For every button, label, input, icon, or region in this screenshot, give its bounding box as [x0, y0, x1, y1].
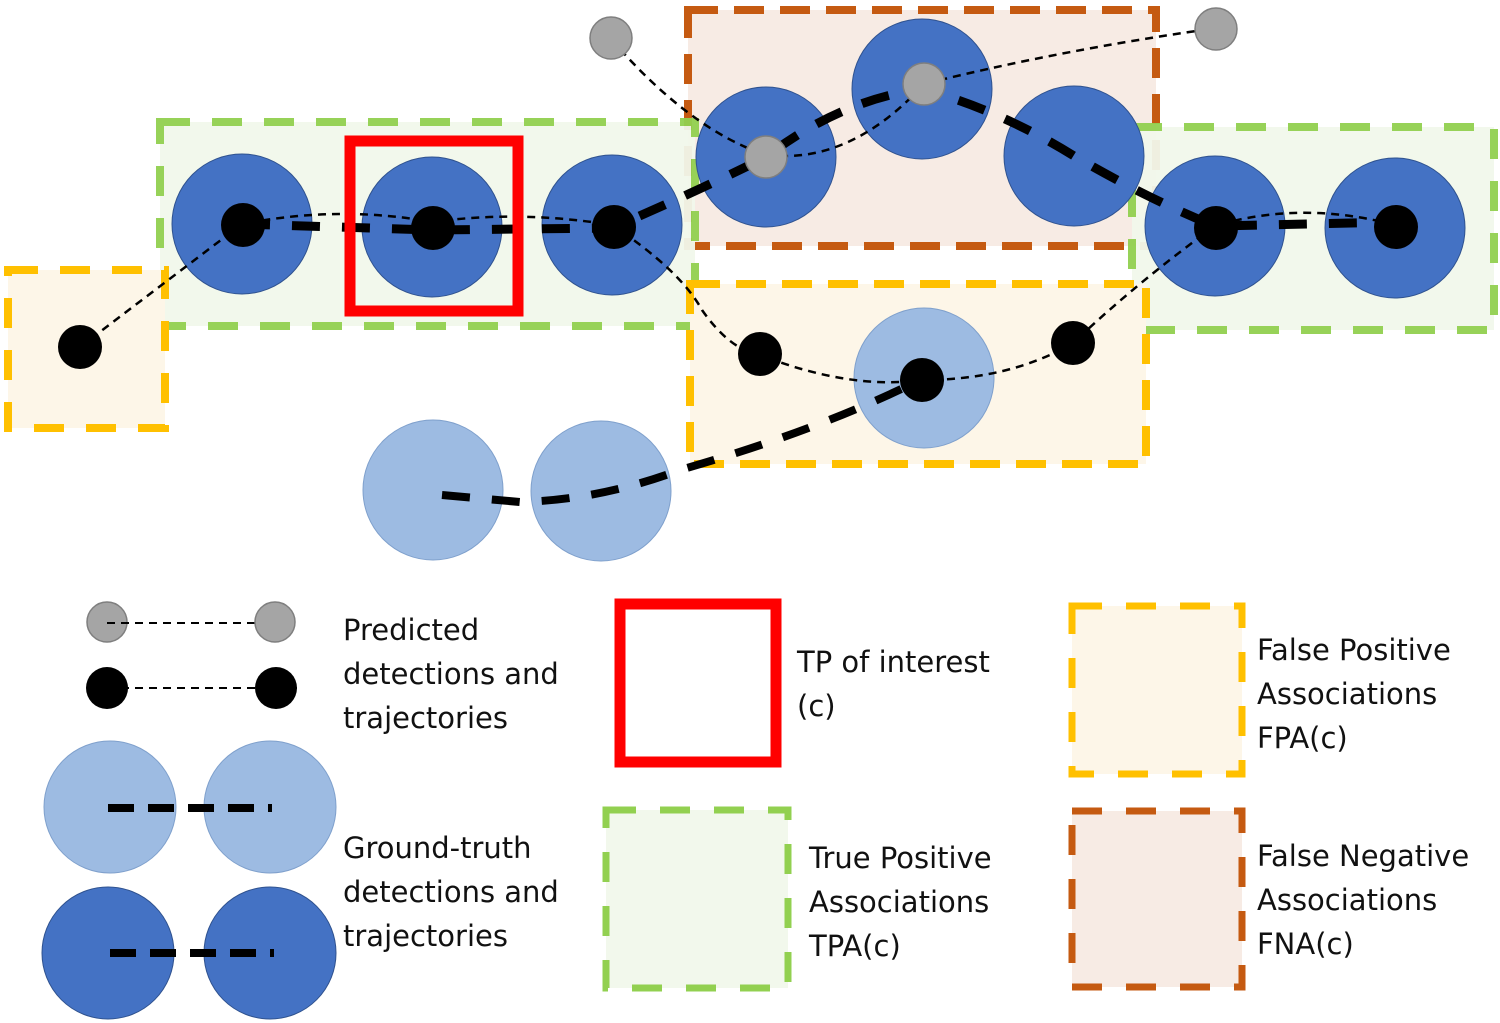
- pred-detection: [1194, 206, 1238, 250]
- legend-tpa-label: True Positive Associations TPA(c): [809, 841, 992, 963]
- pred-detection: [592, 205, 636, 249]
- gt-detection-light: [362, 419, 504, 561]
- pred-detection: [221, 203, 265, 247]
- legend-predicted-label: Predicted detections and trajectories: [343, 613, 559, 735]
- pred-detection: [411, 206, 455, 250]
- gt-trajectory-light: [441, 374, 926, 507]
- legend-tpa-swatch: [602, 806, 792, 992]
- legend-tp-interest-label: TP of interest (c): [797, 645, 990, 723]
- legend-fpa-label: False Positive Associations FPA(c): [1257, 633, 1451, 755]
- pred-detection: [1051, 321, 1095, 365]
- legend-tp-interest-swatch: [614, 598, 782, 768]
- pred-detection: [58, 325, 102, 369]
- pred-detection: [1374, 205, 1418, 249]
- tp-of-interest-box: [344, 135, 524, 317]
- legend-pred-black-dot: [255, 667, 297, 709]
- pred-detection-gray: [589, 16, 633, 60]
- legend-pred-black-dot: [86, 667, 128, 709]
- pred-detection-gray: [744, 135, 788, 179]
- legend-fna-label: False Negative Associations FNA(c): [1257, 839, 1470, 961]
- pred-detection-gray: [902, 62, 946, 106]
- gt-detection: [1003, 85, 1145, 227]
- legend-pred-gray-dot: [254, 601, 296, 643]
- pred-trajectory-gray: [610, 26, 1218, 158]
- legend-fna-swatch: [1068, 807, 1246, 991]
- legend-fpa-swatch: [1068, 602, 1246, 778]
- legend-ground-truth-label: Ground-truth detections and trajectories: [343, 831, 559, 953]
- pred-detection: [738, 332, 782, 376]
- pred-detection-gray: [1194, 7, 1238, 51]
- pred-detection: [900, 358, 944, 402]
